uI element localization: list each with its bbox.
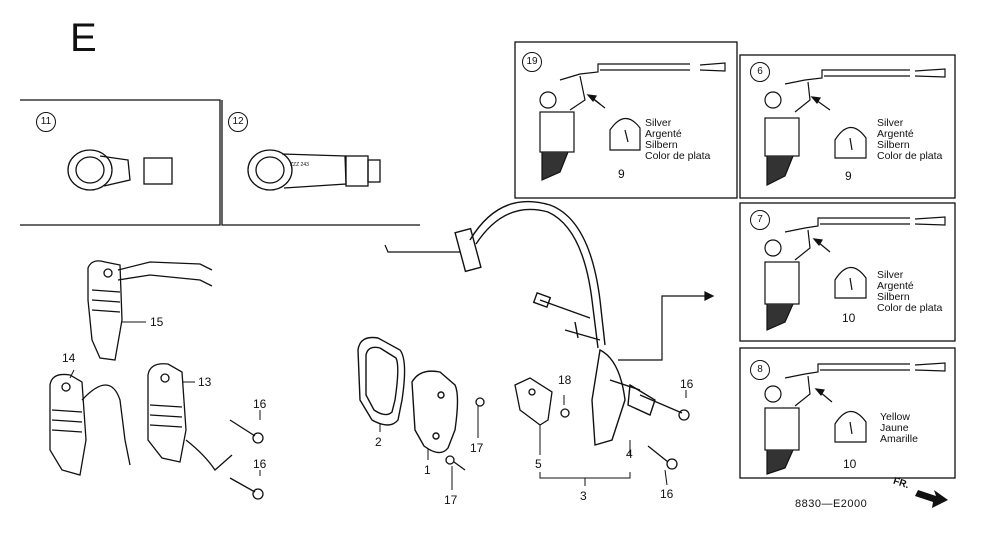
box-11-frame <box>20 99 221 226</box>
front-arrow <box>915 490 948 508</box>
part-number-10-box7: 10 <box>842 311 856 325</box>
box-12-frame <box>221 100 420 226</box>
callout-17-upper: 17 <box>470 441 484 455</box>
cover-and-gasket <box>357 336 459 454</box>
diagram-code: 8830—E2000 <box>795 498 868 510</box>
callout-16-bottom: 16 <box>660 487 674 501</box>
section-letter: E <box>70 16 97 60</box>
box-7-frame <box>739 202 956 342</box>
callout-16-upper-left: 16 <box>253 397 267 411</box>
callout-13: 13 <box>198 375 212 389</box>
callout-4: 4 <box>626 447 633 461</box>
ignition-coil-assembly <box>454 200 656 446</box>
coil-19 <box>539 62 726 181</box>
callout-18: 18 <box>558 373 572 387</box>
plug-cap-12 <box>247 149 381 191</box>
ref-circle-8: 8 <box>750 360 770 380</box>
part-number-10-box8: 10 <box>843 457 857 471</box>
ref-circle-7: 7 <box>750 210 770 230</box>
box-8-frame <box>739 347 956 479</box>
callout-15: 15 <box>150 315 164 329</box>
ref-circle-11: 11 <box>36 112 56 132</box>
coil-left-parts <box>49 260 233 476</box>
part-number-9-box19: 9 <box>618 167 625 181</box>
box-19-frame <box>514 41 738 199</box>
callout-14: 14 <box>62 351 76 365</box>
callout-3: 3 <box>580 489 587 503</box>
coil-7 <box>764 216 946 331</box>
callout-5: 5 <box>535 457 542 471</box>
callout-2: 2 <box>375 435 382 449</box>
coil-8 <box>764 362 946 475</box>
ref-circle-6: 6 <box>750 62 770 82</box>
bracket-5 <box>514 377 553 426</box>
box-6-frame <box>739 54 956 199</box>
ref-circle-12: 12 <box>228 112 248 132</box>
plug-cap-marking: ZZZ 243 <box>290 162 309 168</box>
callout-17-lower: 17 <box>444 493 458 507</box>
ref-circle-19: 19 <box>522 52 542 72</box>
callout-16-right: 16 <box>680 377 694 391</box>
part-number-9-box6: 9 <box>845 169 852 183</box>
plug-cap-11 <box>67 149 173 191</box>
screws <box>229 394 690 500</box>
coil-6 <box>764 68 946 186</box>
callout-16-lower-left: 16 <box>253 457 267 471</box>
callout-1: 1 <box>424 463 431 477</box>
